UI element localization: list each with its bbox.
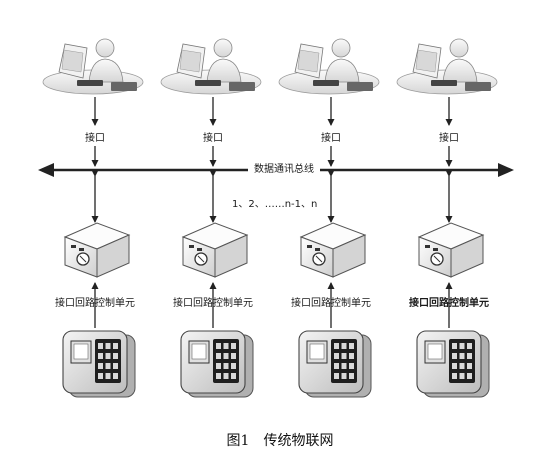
user-workstation-icon (278, 38, 380, 95)
device-terminal-icon (180, 330, 254, 398)
figure-caption: 图1 传统物联网 (227, 433, 334, 449)
bus-label: 数据通讯总线 (254, 162, 314, 175)
user-workstation-icon (42, 38, 144, 95)
control-unit-box-icon (299, 222, 367, 278)
interface-label: 接口 (439, 131, 459, 144)
data-bus: 数据通讯总线 (38, 162, 514, 177)
control-unit-box-icon (417, 222, 485, 278)
interface-label: 接口 (321, 131, 341, 144)
interface-label: 接口 (85, 131, 105, 144)
bus-range-label: 1、2、……n-1、n (232, 199, 317, 210)
control-unit-box-icon (63, 222, 131, 278)
device-terminal-icon (416, 330, 490, 398)
user-workstation-icon (396, 38, 498, 95)
user-workstation-icon (160, 38, 262, 95)
device-terminal-icon (62, 330, 136, 398)
control-unit-box-icon (181, 222, 249, 278)
interface-label: 接口 (203, 131, 223, 144)
device-terminal-icon (298, 330, 372, 398)
